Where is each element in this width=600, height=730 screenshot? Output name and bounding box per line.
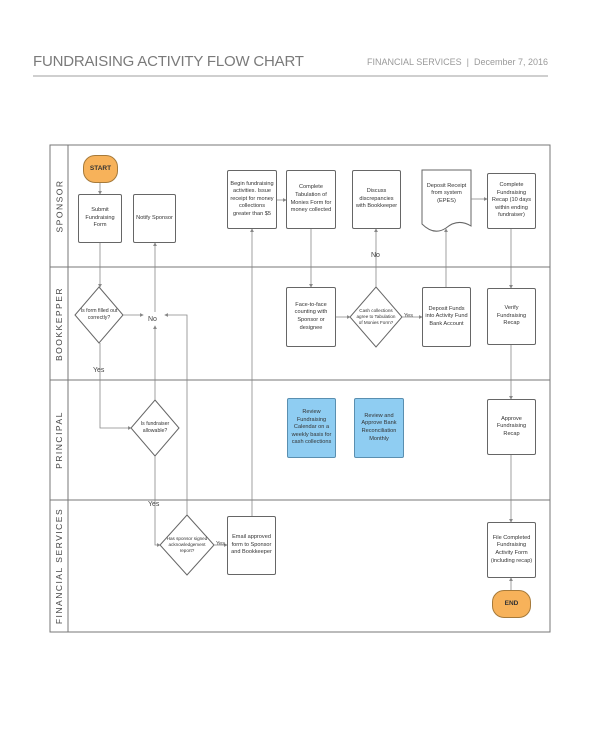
email-form-step: Email approved form to Sponsor and Bookk…	[227, 516, 276, 575]
decision-form-filled-text: Is form filled out correctly?	[80, 308, 118, 321]
edge-label-no: No	[148, 316, 157, 323]
lane-sponsor: SPONSOR	[50, 145, 68, 267]
decision-signed	[159, 514, 215, 576]
lane-financial-services: FINANCIAL SERVICES	[50, 500, 68, 632]
review-bank-reconciliation-step: Review and Approve Bank Reconciliation M…	[354, 398, 404, 458]
header-divider	[33, 75, 548, 77]
edge-label-no: No	[371, 252, 380, 259]
edge	[99, 343, 132, 430]
complete-recap-step: Complete Fundraising Recap (10 days with…	[487, 173, 536, 229]
approve-recap-step: Approve Fundraising Recap	[487, 399, 536, 455]
tabulation-step: Complete Tabulation of Monies Form for m…	[286, 170, 336, 229]
decision-cash-agree-text: Cash collections agree to Tabulation of …	[356, 308, 396, 325]
notify-sponsor-step: Notify Sponsor	[133, 194, 176, 243]
discuss-discrepancies-step: Discuss discrepancies with Bookkeeper	[352, 170, 401, 229]
lane-principal: PRINCIPAL	[50, 380, 68, 500]
department-label: FINANCIAL SERVICES	[367, 57, 462, 67]
lane-label: FINANCIAL SERVICES	[54, 507, 64, 625]
document-shape	[421, 169, 472, 232]
review-calendar-step: Review Fundraising Calendar on a weekly …	[287, 398, 336, 458]
face-to-face-step: Face-to-face counting with Sponsor or de…	[286, 287, 336, 347]
edge-label-yes: Yes	[404, 313, 413, 319]
lane-bookkeeper: BOOKKEPPER	[50, 267, 68, 380]
lane-label: BOOKKEPPER	[54, 286, 64, 361]
lane-label: PRINCIPAL	[54, 411, 64, 469]
edge-label-yes: Yes	[93, 367, 105, 374]
page-title: FUNDRAISING ACTIVITY FLOW CHART	[33, 53, 304, 70]
edge-label-yes: Yes	[216, 541, 225, 547]
deposit-funds-step: Deposit Funds into Activity Fund Bank Ac…	[422, 287, 471, 347]
decision-signed-text: Has sponsor signed acknowledgement repor…	[166, 536, 208, 553]
decision-allowable-text: Is fundraiser allowable?	[140, 421, 170, 434]
separator: |	[466, 57, 469, 67]
file-form-step: File Completed Fundraising Activity Form…	[487, 522, 536, 578]
decision-cash-agree	[349, 286, 403, 348]
decision-form-filled	[74, 286, 124, 344]
header-meta: FINANCIAL SERVICES | December 7, 2016	[367, 57, 548, 67]
edge	[154, 456, 161, 547]
edge-label-yes: Yes	[148, 501, 160, 508]
submit-form-step: Submit Fundraising Form	[78, 194, 122, 243]
date-label: December 7, 2016	[473, 57, 548, 67]
swimlane-frame	[49, 144, 551, 633]
verify-recap-step: Verify Fundraising Recap	[487, 288, 536, 345]
end-terminal: END	[492, 590, 531, 618]
lane-label: SPONSOR	[54, 179, 65, 233]
start-terminal: START	[83, 155, 118, 183]
edge	[164, 313, 188, 515]
begin-fundraising-step: Begin fundraising activities. Issue rece…	[227, 170, 277, 229]
deposit-receipt-document: Deposit Receipt from system (EPES)	[426, 182, 467, 204]
